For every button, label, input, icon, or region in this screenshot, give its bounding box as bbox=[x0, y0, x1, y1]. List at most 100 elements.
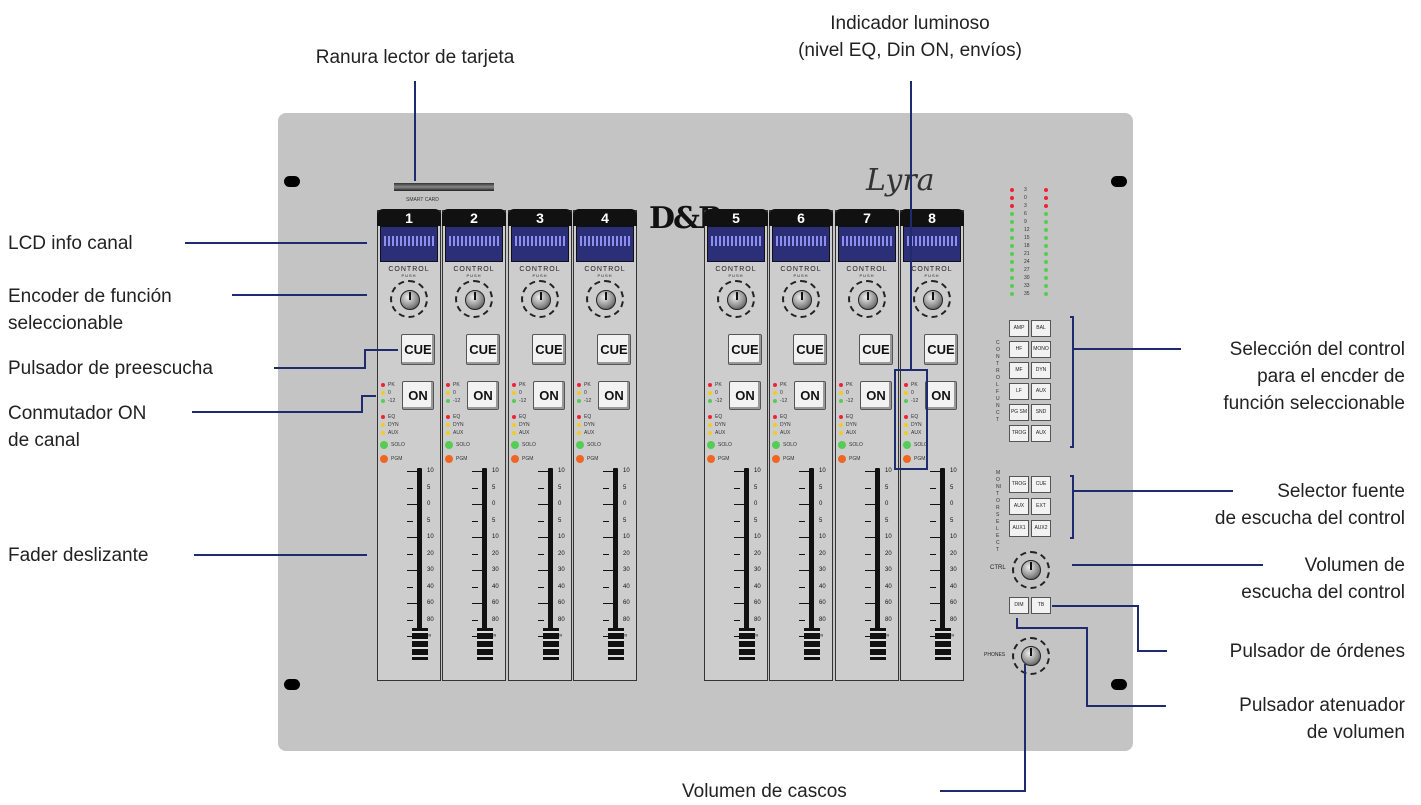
status-led bbox=[446, 391, 450, 395]
monitor-source-button[interactable]: CUE bbox=[1031, 476, 1051, 493]
encoder-ticks bbox=[586, 280, 624, 318]
channel-on-button[interactable]: ON bbox=[467, 381, 499, 410]
cue-button[interactable]: CUE bbox=[532, 334, 566, 365]
control-select-button[interactable]: BAL bbox=[1031, 320, 1051, 337]
phones-volume-knob[interactable] bbox=[1021, 646, 1041, 666]
fader-scale-label: 10 bbox=[950, 534, 957, 540]
channel-on-button[interactable]: ON bbox=[598, 381, 630, 410]
fader-scale-mark bbox=[603, 586, 609, 588]
card-reader-slot[interactable] bbox=[394, 183, 494, 191]
function-encoder-knob[interactable] bbox=[923, 290, 943, 310]
fader-scale-mark bbox=[734, 570, 744, 571]
control-select-button[interactable]: MONO bbox=[1031, 341, 1051, 358]
monitor-source-button[interactable]: AUX bbox=[1009, 498, 1029, 515]
channel-on-button[interactable]: ON bbox=[402, 381, 434, 410]
fader-scale-label: 40 bbox=[558, 583, 565, 590]
fader-scale-mark bbox=[799, 553, 805, 555]
fader-cap[interactable] bbox=[477, 628, 493, 660]
status-led bbox=[708, 399, 712, 403]
channel-on-button[interactable]: ON bbox=[533, 381, 565, 410]
meter-led-right bbox=[1044, 260, 1048, 264]
fader-scale-label: 30 bbox=[492, 567, 499, 573]
callout-indicator-1: Indicador luminoso bbox=[830, 13, 990, 34]
fader-scale-mark bbox=[930, 537, 940, 538]
status-led bbox=[904, 391, 908, 395]
pgm-led bbox=[903, 455, 911, 463]
phones-leader bbox=[940, 664, 1026, 792]
monitor-source-button[interactable]: AUX1 bbox=[1009, 520, 1029, 537]
control-select-button[interactable]: SND bbox=[1031, 404, 1051, 421]
fader-track bbox=[417, 468, 422, 643]
function-encoder-knob[interactable] bbox=[792, 290, 812, 310]
pgm-label: PGM bbox=[587, 456, 599, 462]
monitor-source-button[interactable]: EXT bbox=[1031, 498, 1051, 515]
fader-scale-mark bbox=[734, 603, 744, 604]
callout-fader: Fader deslizante bbox=[8, 545, 149, 566]
fader-cap[interactable] bbox=[870, 628, 886, 660]
cue-button[interactable]: CUE bbox=[793, 334, 827, 365]
solo-label: SOLO bbox=[783, 442, 797, 448]
ctrl-volume-knob[interactable] bbox=[1021, 560, 1041, 580]
cue-button[interactable]: CUE bbox=[728, 334, 762, 365]
cue-button[interactable]: CUE bbox=[466, 334, 500, 365]
fader-scale-label: 60 bbox=[623, 600, 630, 606]
cue-button[interactable]: CUE bbox=[597, 334, 631, 365]
function-encoder-knob[interactable] bbox=[400, 290, 420, 310]
control-select-button[interactable]: AUX bbox=[1031, 383, 1051, 400]
control-select-button[interactable]: AMP bbox=[1009, 320, 1029, 337]
led-label: -12 bbox=[584, 398, 592, 404]
channel-on-button[interactable]: ON bbox=[860, 381, 892, 410]
model-logo: Lyra bbox=[866, 163, 935, 198]
fader-track bbox=[809, 468, 814, 643]
status-led bbox=[839, 399, 843, 403]
monitor-source-button[interactable]: TROG bbox=[1009, 476, 1029, 493]
function-encoder-knob[interactable] bbox=[465, 290, 485, 310]
fader-cap[interactable] bbox=[739, 628, 755, 660]
control-select-button[interactable]: HF bbox=[1009, 341, 1029, 358]
channel-on-button[interactable]: ON bbox=[729, 381, 761, 410]
talkback-button[interactable]: TB bbox=[1031, 597, 1051, 614]
fader-scale-mark bbox=[538, 487, 544, 489]
control-select-button[interactable]: MF bbox=[1009, 362, 1029, 379]
control-select-button[interactable]: LF bbox=[1009, 383, 1029, 400]
fader-cap[interactable] bbox=[935, 628, 951, 660]
control-select-button[interactable]: TROG bbox=[1009, 425, 1029, 442]
dim-button[interactable]: DIM bbox=[1009, 597, 1029, 614]
fader-cap[interactable] bbox=[804, 628, 820, 660]
fader-scale-mark bbox=[865, 586, 871, 588]
monitor-source-button[interactable]: AUX2 bbox=[1031, 520, 1051, 537]
cue-button[interactable]: CUE bbox=[859, 334, 893, 365]
control-select-button[interactable]: DYN bbox=[1031, 362, 1051, 379]
fader-cap[interactable] bbox=[608, 628, 624, 660]
fader-scale-label: 10 bbox=[754, 468, 761, 474]
fader-cap[interactable] bbox=[543, 628, 559, 660]
function-encoder-knob[interactable] bbox=[858, 290, 878, 310]
callout-card-slot: Ranura lector de tarjeta bbox=[315, 47, 515, 68]
status-led bbox=[577, 383, 581, 387]
fader-scale-label: 80 bbox=[819, 616, 826, 623]
cue-button[interactable]: CUE bbox=[401, 334, 435, 365]
channel-on-button[interactable]: ON bbox=[794, 381, 826, 410]
status-led bbox=[839, 431, 843, 435]
fader-cap[interactable] bbox=[412, 628, 428, 660]
function-encoder-knob[interactable] bbox=[531, 290, 551, 310]
callout-on-1: Conmutador ON bbox=[8, 403, 147, 424]
meter-led-left bbox=[1010, 252, 1014, 256]
channel-on-button[interactable]: ON bbox=[925, 381, 957, 410]
fader-scale-mark bbox=[472, 520, 478, 522]
channel-number: 3 bbox=[508, 209, 572, 226]
control-select-button[interactable]: AUX bbox=[1031, 425, 1051, 442]
fader-scale-label: 5 bbox=[492, 517, 496, 524]
channel-lcd bbox=[576, 226, 634, 262]
function-encoder-knob[interactable] bbox=[596, 290, 616, 310]
status-led bbox=[904, 415, 908, 419]
meter-scale-label: 30 bbox=[1024, 275, 1030, 281]
control-select-button[interactable]: PG SM bbox=[1009, 404, 1029, 421]
control-subtext: PUSH bbox=[401, 273, 417, 278]
fader-scale-mark bbox=[799, 471, 809, 472]
cue-button[interactable]: CUE bbox=[924, 334, 958, 365]
status-led bbox=[512, 391, 516, 395]
function-encoder-knob[interactable] bbox=[727, 290, 747, 310]
